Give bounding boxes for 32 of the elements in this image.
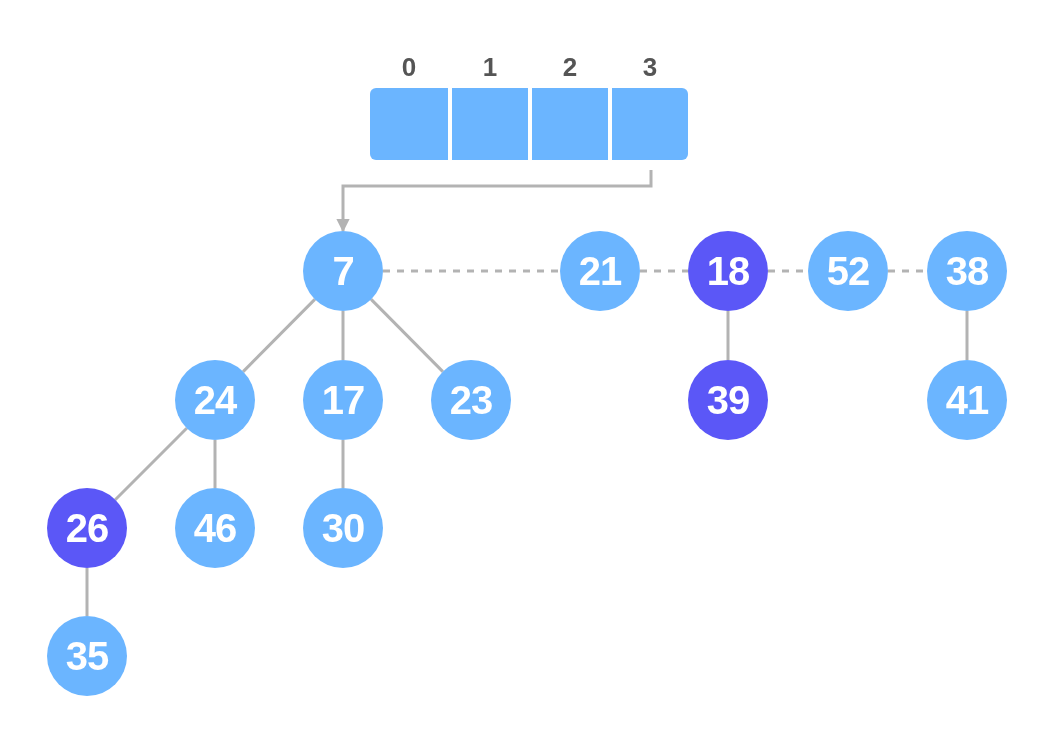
node-key: 41	[945, 377, 989, 423]
tree-edge	[726, 311, 730, 360]
pointer-arrow	[336, 170, 653, 233]
node-key: 26	[65, 505, 109, 551]
node-key: 35	[65, 633, 109, 679]
array-index: 1	[481, 52, 499, 83]
array-index: 3	[641, 52, 659, 83]
node-key: 46	[193, 505, 237, 551]
sibling-link	[383, 269, 560, 273]
tree-edge	[341, 311, 345, 360]
node-key: 39	[706, 377, 750, 423]
tree-edge	[341, 440, 345, 488]
array-index: 0	[400, 52, 418, 83]
array-index: 2	[561, 52, 579, 83]
tree-edge	[114, 427, 188, 501]
node-key: 21	[578, 248, 622, 294]
node-key: 24	[193, 377, 237, 423]
node-key: 23	[449, 377, 493, 423]
heap-node	[303, 231, 383, 311]
tree-edge	[213, 440, 217, 488]
node-key: 52	[826, 248, 870, 294]
tree-edge	[965, 311, 969, 360]
tree-edge	[370, 298, 444, 373]
node-key: 7	[332, 248, 354, 294]
tree-edge	[242, 298, 316, 373]
node-key: 30	[321, 505, 365, 551]
sibling-link	[640, 269, 688, 273]
node-key: 17	[321, 377, 365, 423]
heap-node	[175, 360, 255, 440]
tree-edge	[85, 568, 89, 616]
node-key: 18	[706, 248, 750, 294]
node-key: 38	[945, 248, 989, 294]
